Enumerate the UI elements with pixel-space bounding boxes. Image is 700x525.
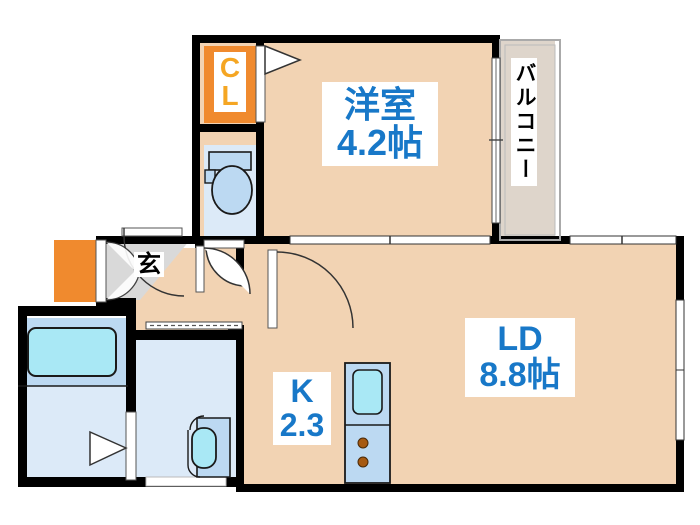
windows [145,235,685,441]
bathroom-door[interactable] [89,411,137,481]
ld-size: 8.8帖 [479,355,561,394]
kitchen-label: K 2.3 [273,372,331,446]
bedroom-size: 4.2帖 [336,121,424,163]
closet-line-1: C [219,52,241,83]
ld-floor [240,242,680,492]
stove-burner-1 [357,437,369,449]
ld-label: LD 8.8帖 [465,318,575,398]
balcony-label: バルコニー [511,58,538,186]
toilet-fixture [204,151,253,215]
kitchen-size: 2.3 [279,406,325,443]
entrance-label: 玄 [134,252,164,277]
shoe-cabinet [54,240,96,302]
ld-door[interactable] [267,249,354,329]
bathtub [27,327,117,377]
kitchen-unit [344,362,391,484]
stove-burner-2 [357,456,369,468]
bedroom-label: 洋室 4.2帖 [322,82,438,166]
bedroom-door[interactable] [195,245,251,295]
closet-line-2: L [221,80,239,111]
kitchen-name: K [290,373,314,409]
closet-door[interactable] [255,44,303,123]
washroom-door[interactable] [145,476,227,487]
entrance-inner-door[interactable] [95,239,141,303]
ld-name: LD [497,320,543,358]
washbasin [187,415,231,478]
kitchen-sink [352,369,383,415]
closet-label: C L [214,52,246,112]
bedroom-name: 洋室 [343,84,416,125]
balcony-sliding-door[interactable] [489,57,503,224]
